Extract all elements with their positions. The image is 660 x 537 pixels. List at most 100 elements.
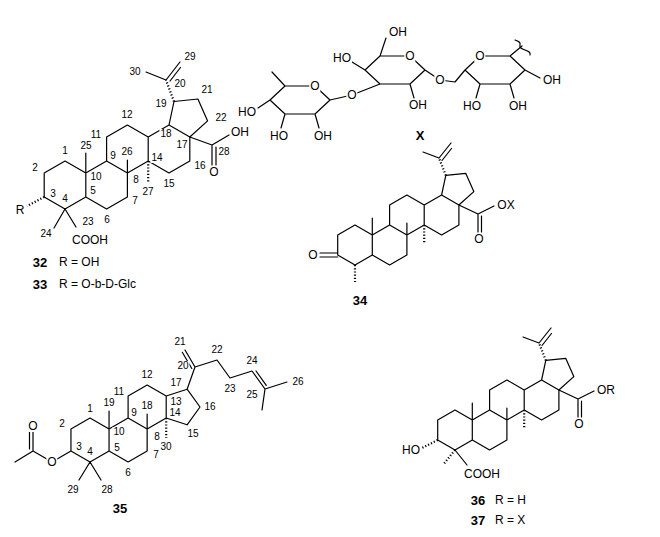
atom-label: HO xyxy=(269,130,289,142)
locant-number: 9 xyxy=(109,151,117,161)
atom-label: O xyxy=(27,420,38,432)
locant-number: 29 xyxy=(66,485,79,495)
atom-label: HO xyxy=(332,52,352,64)
locant-number: 30 xyxy=(128,67,141,77)
locant-number: 18 xyxy=(140,401,153,411)
compound-number: 36 xyxy=(470,494,486,507)
atom-label: OR xyxy=(596,384,616,396)
atom-label: COOH xyxy=(71,234,109,246)
substituent-note: R = X xyxy=(494,514,526,526)
locant-number: 24 xyxy=(39,229,52,239)
triterpene-35 xyxy=(15,350,287,480)
atom-label: OX xyxy=(496,199,515,211)
compound-number: 33 xyxy=(32,278,48,291)
compound-number: 34 xyxy=(352,294,368,307)
locant-number: 18 xyxy=(159,129,172,139)
sugar-bonds xyxy=(258,38,540,128)
substituent-note: R = OH xyxy=(58,256,100,268)
locant-number: 20 xyxy=(176,361,189,371)
atom-label: OH xyxy=(408,99,428,111)
locant-number: 26 xyxy=(120,147,133,157)
locant-number: 5 xyxy=(113,443,121,453)
locant-number: 20 xyxy=(173,79,186,89)
hashed-bonds xyxy=(165,418,167,438)
compound-number: X xyxy=(415,129,426,142)
locant-number: 10 xyxy=(112,427,125,437)
locant-number: 29 xyxy=(183,52,196,62)
atom-label: O xyxy=(473,233,484,245)
locant-number: 4 xyxy=(86,447,94,457)
atom-label: OH xyxy=(388,26,408,38)
atom-label: HO xyxy=(401,444,421,456)
atom-label: O xyxy=(474,50,485,62)
locant-number: 30 xyxy=(159,442,172,452)
locant-number: 13 xyxy=(169,397,182,407)
locant-number: 3 xyxy=(75,442,83,452)
locant-number: 15 xyxy=(162,179,175,189)
locant-number: 24 xyxy=(245,356,258,366)
atom-label: OH xyxy=(313,130,333,142)
atom-label: HO xyxy=(237,106,257,118)
locant-number: 22 xyxy=(214,113,227,123)
atom-label: O xyxy=(208,166,219,178)
atom-label: O xyxy=(434,74,445,86)
locant-number: 19 xyxy=(154,99,167,109)
atom-label: O xyxy=(307,249,318,261)
locant-number: 21 xyxy=(200,85,213,95)
ring-bonds xyxy=(44,62,229,228)
locant-number: 28 xyxy=(217,147,230,157)
locant-number: 4 xyxy=(61,194,69,204)
ring-bonds xyxy=(15,350,287,480)
locant-number: 7 xyxy=(152,450,160,460)
atom-label: R xyxy=(15,204,26,216)
atom-label: HO xyxy=(462,100,482,112)
locant-number: 3 xyxy=(49,189,57,199)
locant-number: 8 xyxy=(153,432,161,442)
locant-number: 27 xyxy=(141,187,154,197)
compound-number: 37 xyxy=(470,514,486,527)
atom-label: OH xyxy=(230,126,250,138)
locant-number: 2 xyxy=(58,419,66,429)
hashed-bonds xyxy=(524,343,546,428)
ring-bonds xyxy=(438,328,594,450)
atom-label: OH xyxy=(508,100,528,112)
locant-number: 23 xyxy=(223,384,236,394)
locant-number: 2 xyxy=(31,163,39,173)
hashed-bonds xyxy=(355,158,446,282)
locant-number: 7 xyxy=(131,196,139,206)
locant-number: 23 xyxy=(81,217,94,227)
locant-number: 11 xyxy=(90,130,102,140)
atom-label: OH xyxy=(542,74,562,86)
compound-number: 32 xyxy=(32,256,48,269)
atom-label: COOH xyxy=(463,468,501,480)
locant-number: 25 xyxy=(79,141,92,151)
locant-number: 22 xyxy=(210,345,223,355)
atom-label: O xyxy=(404,50,415,62)
locant-number: 26 xyxy=(291,377,304,387)
locant-number: 1 xyxy=(61,146,69,156)
locant-number: 5 xyxy=(89,186,97,196)
atom-label: O xyxy=(309,80,320,92)
locant-number: 6 xyxy=(103,215,111,225)
locant-number: 12 xyxy=(120,110,133,120)
compound-number: 35 xyxy=(112,502,128,515)
locant-number: 14 xyxy=(168,408,181,418)
locant-number: 8 xyxy=(132,175,140,185)
locant-number: 25 xyxy=(245,390,258,400)
sugar-chain-x xyxy=(258,38,540,128)
wavy-bond xyxy=(515,40,530,55)
locant-number: 14 xyxy=(150,153,163,163)
triterpene-34 xyxy=(320,143,494,282)
locant-number: 28 xyxy=(100,485,113,495)
hashed-bonds xyxy=(422,440,455,465)
locant-number: 17 xyxy=(175,140,188,150)
ring-bonds xyxy=(320,143,494,265)
locant-number: 9 xyxy=(130,408,138,418)
triterpene-32-33 xyxy=(27,62,229,228)
locant-number: 11 xyxy=(113,387,125,397)
locant-number: 6 xyxy=(124,468,132,478)
locant-number: 17 xyxy=(169,378,182,388)
atom-label: O xyxy=(346,89,357,101)
locant-number: 1 xyxy=(86,404,94,414)
